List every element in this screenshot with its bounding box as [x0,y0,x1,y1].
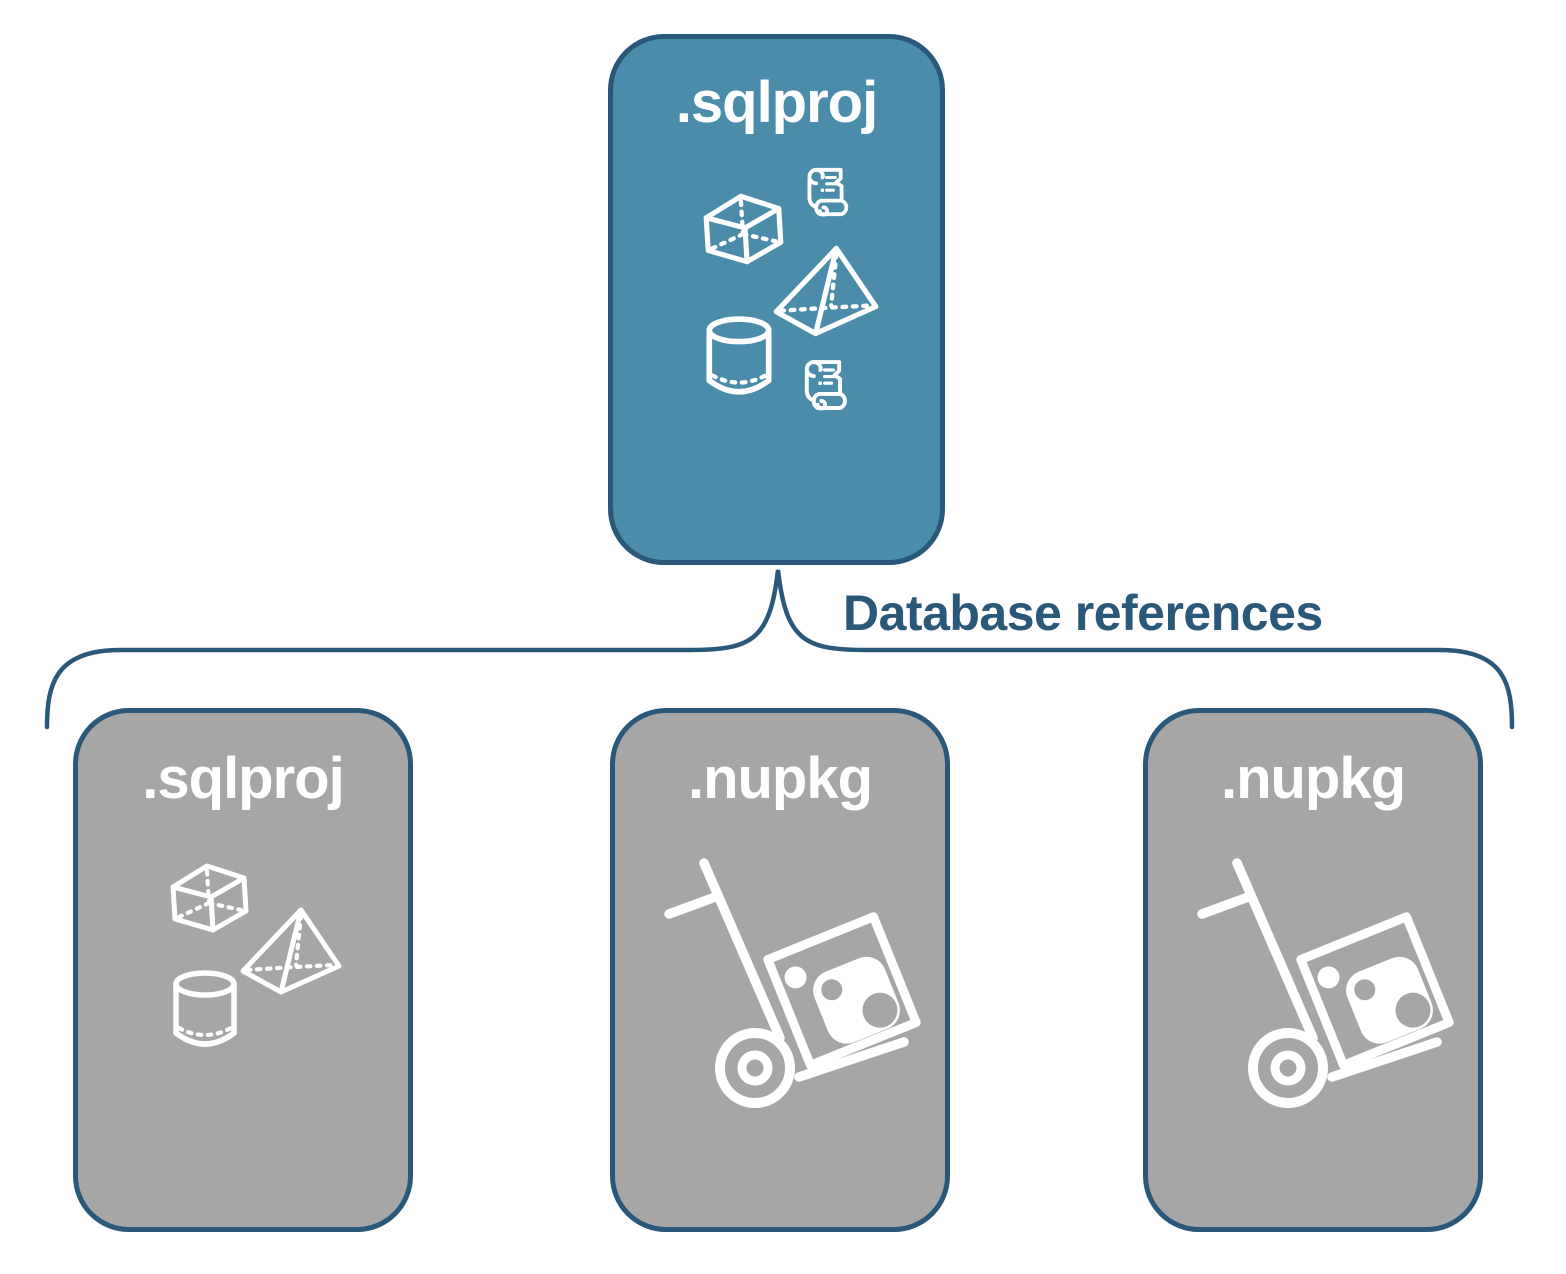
cylinder-icon [703,315,775,401]
child-nupkg-card: .nupkg [610,708,950,1232]
child-sqlproj-card: .sqlproj [73,708,413,1232]
child-nupkg-card: .nupkg [1143,708,1483,1232]
root-card-title: .sqlproj [675,70,878,135]
child-card-title: .nupkg [1220,746,1406,811]
root-sqlproj-card: .sqlproj [608,34,945,565]
cylinder-icon [170,969,240,1053]
nuget-handtruck-icon [659,855,921,1113]
child-card-title: .nupkg [687,746,873,811]
pyramid-icon [238,905,344,997]
nuget-handtruck-icon [1192,855,1454,1113]
cube-icon [697,189,791,271]
pyramid-icon [771,243,881,339]
child-card-title: .sqlproj [142,746,344,811]
sql-script-icon [799,163,857,221]
cube-icon [164,859,256,939]
sql-script-icon [797,355,855,415]
database-references-label: Database references [843,585,1323,641]
